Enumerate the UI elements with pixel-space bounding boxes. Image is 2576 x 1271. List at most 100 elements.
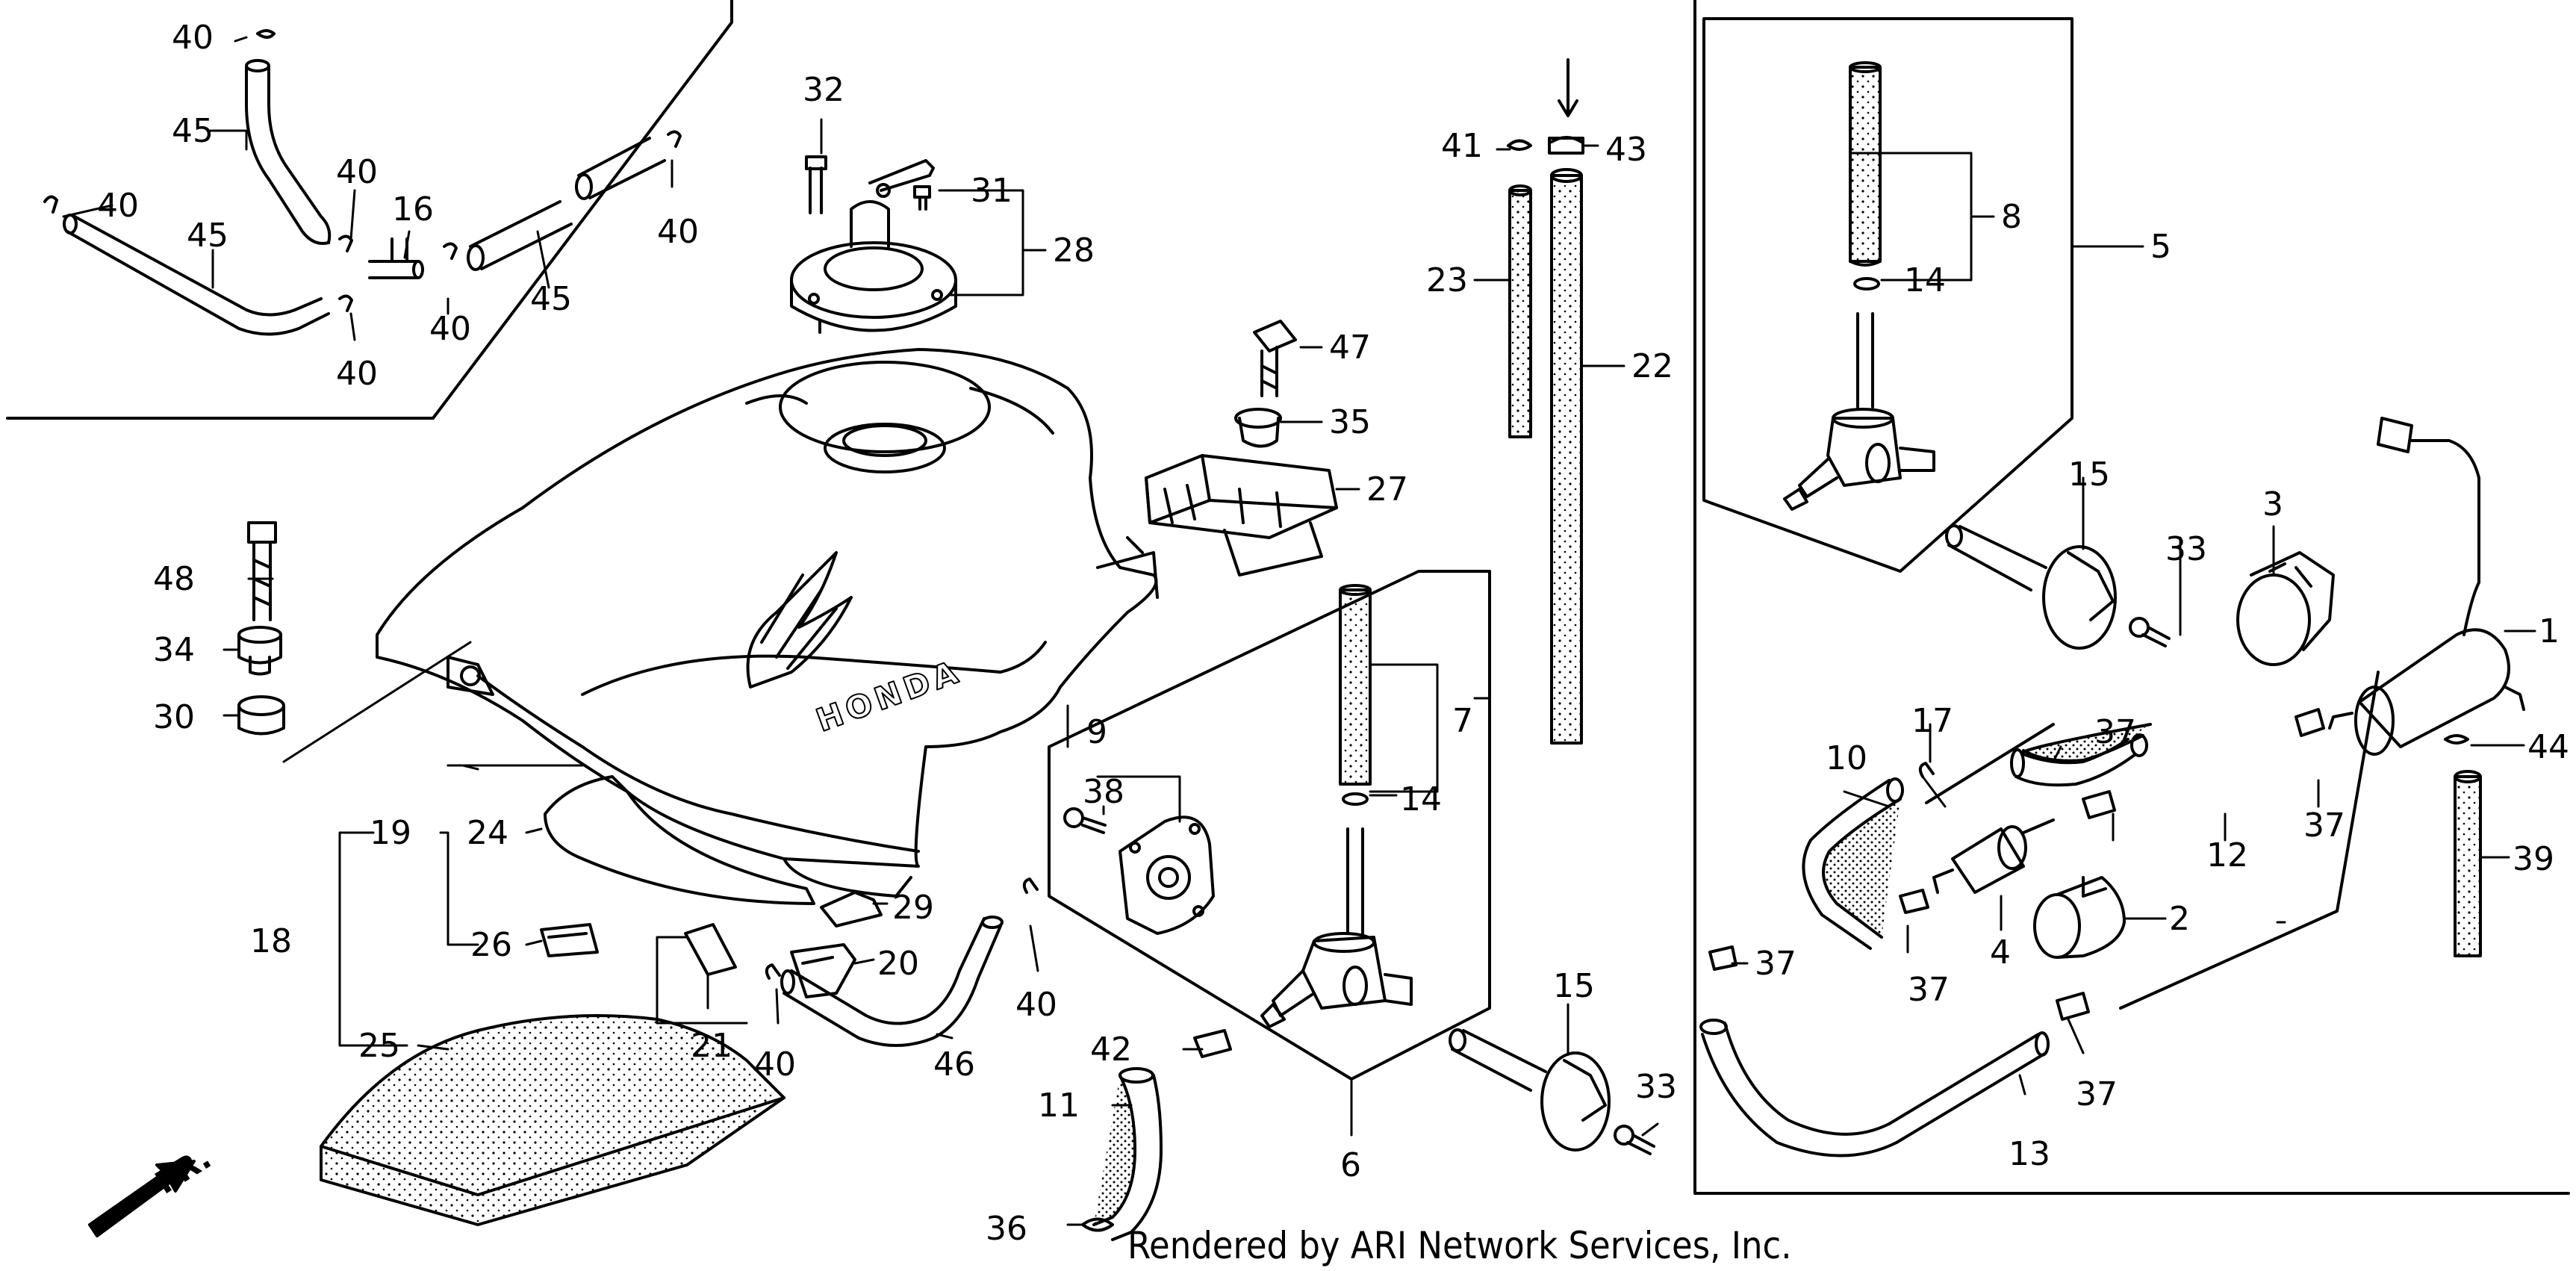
callout-33: 33 [2165, 530, 2207, 568]
callout-numbers: 40 45 40 45 40 16 40 40 45 40 32 31 28 4… [97, 19, 2569, 1248]
hose-10 [1802, 777, 1904, 950]
callout-45: 45 [530, 280, 572, 318]
callout-40: 40 [1015, 986, 1057, 1024]
callout-40: 40 [97, 187, 139, 225]
fuel-cock-6 [1260, 827, 1413, 1028]
callout-14: 14 [1400, 780, 1442, 818]
callout-45: 45 [172, 112, 214, 150]
callout-41: 41 [1441, 127, 1483, 165]
callout-6: 6 [1340, 1146, 1361, 1184]
callout-18: 18 [250, 922, 292, 960]
collar-35 [1234, 408, 1282, 448]
leader-lines [62, 36, 2536, 1226]
bolt-47 [1253, 320, 1297, 397]
collar-34 [237, 626, 282, 676]
pad-24 [544, 775, 815, 905]
fuel-cock-kit-frame-lower [1048, 570, 1491, 1081]
callout-32: 32 [803, 71, 844, 109]
o-ring-14-lower [1342, 792, 1369, 806]
hose-46 [780, 916, 1004, 1047]
hose-45-right [467, 137, 666, 271]
hose-45-left [63, 214, 330, 336]
fuel-filter-4 [1932, 818, 2055, 894]
callout-17: 17 [1911, 702, 1953, 740]
hose-11 [1092, 1067, 1163, 1241]
fuel-cock-lever-9 [1119, 815, 1215, 935]
callout-45: 45 [187, 217, 228, 255]
callout-13: 13 [2009, 1135, 2050, 1173]
callout-48: 48 [153, 560, 195, 598]
rubber-26 [540, 923, 599, 957]
callout-47: 47 [1329, 329, 1371, 367]
rubber-29 [820, 891, 883, 927]
fuel-tank [376, 348, 1159, 898]
direction-arrow [1558, 58, 1578, 117]
strainer-7 [1339, 584, 1372, 786]
render-credit: Rendered by ARI Network Services, Inc. [1127, 1224, 1792, 1267]
callout-24: 24 [467, 814, 508, 852]
callout-46: 46 [933, 1045, 975, 1084]
cushion-30 [237, 695, 285, 736]
front-direction-arrow [88, 1160, 196, 1237]
callout-31: 31 [971, 172, 1012, 210]
callout-34: 34 [153, 631, 195, 669]
screw-31 [913, 185, 931, 211]
rubber-3 [2236, 551, 2335, 666]
callout-20: 20 [877, 945, 919, 983]
fuel-cock-5 [1783, 312, 1935, 511]
rubber-27 [1145, 454, 1338, 577]
cushion-21 [684, 923, 737, 976]
callout-37: 37 [2094, 713, 2136, 751]
callout-15: 15 [2068, 456, 2110, 494]
screw-38 [1063, 807, 1107, 834]
callout-19: 19 [370, 814, 411, 852]
clip-37-icons [1708, 708, 2325, 1021]
callout-12: 12 [2206, 836, 2248, 874]
callout-4: 4 [1990, 933, 2011, 972]
pump-assembly-frame [1925, 671, 2380, 1010]
callout-37: 37 [2303, 807, 2345, 845]
bracket-20 [790, 943, 856, 998]
callout-33: 33 [1635, 1068, 1677, 1106]
callout-42: 42 [1090, 1031, 1132, 1069]
callout-44: 44 [2527, 728, 2569, 766]
callout-37: 37 [2076, 1075, 2118, 1113]
callout-37: 37 [1755, 945, 1796, 983]
callout-23: 23 [1426, 261, 1468, 299]
bolt-32 [805, 155, 827, 214]
o-ring-14-upper [1853, 277, 1880, 290]
tank-honda-logo: HONDA [812, 653, 967, 739]
callout-10: 10 [1826, 739, 1867, 777]
callout-43: 43 [1605, 131, 1647, 169]
clip-43 [1548, 136, 1584, 155]
callout-28: 28 [1053, 231, 1095, 270]
clip-40-lower [765, 877, 1039, 980]
callout-14: 14 [1904, 261, 1946, 299]
callout-27: 27 [1366, 470, 1408, 509]
callout-9: 9 [1086, 713, 1107, 751]
cap-15-lower [1449, 1028, 1611, 1152]
callout-40: 40 [754, 1045, 796, 1084]
tube-23 [1508, 184, 1532, 438]
clip-40-icons [43, 29, 682, 312]
screw-33-lower [1614, 1125, 1655, 1155]
callout-40: 40 [336, 153, 378, 191]
cap-15-upper [1945, 524, 2117, 650]
callout-26: 26 [470, 926, 512, 964]
callout-35: 35 [1329, 403, 1371, 441]
callout-22: 22 [1631, 347, 1673, 385]
clip-44 [2444, 734, 2469, 745]
bolt-48 [247, 521, 277, 621]
clip-17 [1918, 762, 1935, 778]
wing-emblem [746, 551, 853, 689]
callout-16: 16 [392, 190, 434, 229]
tube-22 [1550, 168, 1583, 745]
callout-36: 36 [986, 1210, 1027, 1248]
callout-1: 1 [2539, 612, 2560, 650]
callout-30: 30 [153, 698, 195, 736]
hose-13 [1699, 1019, 2050, 1157]
callout-40: 40 [336, 355, 378, 393]
callout-40: 40 [657, 213, 699, 251]
callout-21: 21 [691, 1027, 732, 1065]
